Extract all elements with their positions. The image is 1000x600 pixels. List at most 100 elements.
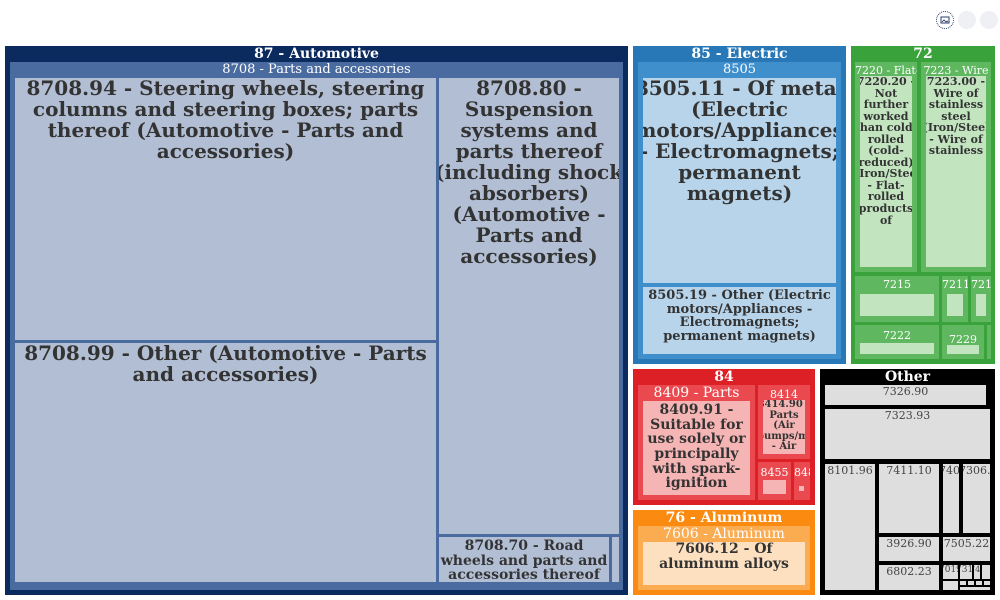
- treemap-label: 8409 - Parts: [653, 385, 740, 401]
- treemap-leaf[interactable]: [960, 581, 966, 585]
- treemap-label: 7215: [883, 278, 911, 291]
- treemap-label: 7211: [942, 278, 968, 291]
- treemap-node-7211[interactable]: 7211: [942, 276, 968, 322]
- treemap-node-8455[interactable]: 8455: [758, 462, 791, 500]
- treemap-label: 8708 - Parts and accessories: [222, 62, 411, 77]
- treemap-label: 7505.22: [943, 537, 990, 550]
- treemap-leaf[interactable]: [947, 345, 979, 354]
- treemap-leaf[interactable]: [976, 294, 986, 316]
- treemap-leaf-label: 8708.99 - Other (Automotive - Parts and …: [24, 343, 427, 386]
- treemap-node-8483[interactable]: 8483: [794, 462, 810, 500]
- treemap-label: 76 - Aluminum: [665, 510, 783, 526]
- treemap-leaf[interactable]: 7505.22: [943, 537, 990, 561]
- chart-toolbar: [936, 11, 998, 29]
- treemap-node-7220[interactable]: 7220 - Flat-rolled7220.20 - Not further …: [855, 62, 917, 272]
- treemap-label: 7220 - Flat-rolled: [855, 64, 917, 77]
- treemap-leaf-label: 8409.91 - Suitable for use solely or pri…: [647, 402, 746, 492]
- treemap-label: 8101.96: [827, 464, 873, 477]
- treemap-leaf[interactable]: 7606.12 - Of aluminum alloys: [643, 542, 805, 585]
- treemap-leaf[interactable]: [960, 587, 990, 590]
- treemap-node-7222[interactable]: 7222: [855, 325, 939, 359]
- treemap-leaf[interactable]: 8505.11 - Of metal (Electric motors/Appl…: [643, 78, 836, 283]
- treemap-label: 3926.90: [886, 537, 932, 550]
- treemap-label: 8483: [794, 466, 810, 479]
- treemap-leaf-label: 8505.11 - Of metal (Electric motors/Appl…: [643, 78, 836, 205]
- blank-icon[interactable]: [980, 11, 998, 29]
- treemap-leaf[interactable]: 3926.90: [879, 537, 939, 561]
- treemap-leaf[interactable]: 7323.93: [825, 409, 990, 459]
- treemap-label: 7411.10: [886, 464, 932, 477]
- treemap-leaf[interactable]: 8101.96: [825, 464, 875, 590]
- treemap-label: 6802.23: [886, 565, 932, 578]
- treemap-leaf[interactable]: 7326.90: [825, 385, 986, 405]
- treemap-leaf[interactable]: 7306.11: [963, 464, 990, 533]
- treemap-leaf[interactable]: [612, 537, 619, 582]
- treemap-label: 7223 - Wire: [923, 64, 989, 77]
- treemap-leaf[interactable]: 8708.70 - Road wheels and parts and acce…: [439, 537, 609, 582]
- treemap-node-7229[interactable]: 7229: [942, 325, 984, 359]
- treemap-label: 7222: [883, 329, 911, 342]
- treemap-label: 7019.90: [943, 565, 958, 575]
- treemap-label: 7323.93: [884, 409, 931, 422]
- treemap-node[interactable]: [987, 325, 991, 359]
- treemap-leaf[interactable]: 6802.23: [879, 565, 939, 590]
- treemap-leaf[interactable]: 7411.10: [879, 464, 939, 533]
- treemap-leaf[interactable]: [860, 294, 934, 316]
- treemap-leaf[interactable]: [799, 486, 804, 491]
- treemap-leaf[interactable]: [860, 343, 934, 354]
- treemap-leaf[interactable]: [763, 480, 786, 494]
- treemap-leaf[interactable]: 7407.10: [974, 565, 980, 579]
- treemap-label: 72: [913, 46, 933, 62]
- treemap-leaf[interactable]: 8414.90 - Parts (Air pumps/machines - Ai…: [763, 400, 805, 454]
- treemap-leaf[interactable]: 8505.19 - Other (Electric motors/Applian…: [643, 287, 836, 354]
- treemap-leaf[interactable]: 7409.29: [943, 464, 959, 533]
- treemap-leaf[interactable]: [976, 581, 982, 585]
- treemap-leaf-label: 8708.94 - Steering wheels, steering colu…: [26, 78, 425, 163]
- image-icon[interactable]: [936, 11, 954, 29]
- treemap-leaf-label: 7606.12 - Of aluminum alloys: [659, 542, 789, 572]
- treemap-label: 7306.11: [963, 464, 990, 477]
- treemap-leaf-label: 8414.90 - Parts (Air pumps/machines - Ai…: [763, 400, 805, 452]
- treemap-label: 7606 - Aluminum: [663, 526, 785, 542]
- treemap-label: 7318.15: [960, 565, 972, 575]
- treemap-label: 8505: [722, 62, 757, 77]
- treemap-label: 8414: [770, 388, 798, 401]
- treemap-leaf[interactable]: [982, 565, 990, 579]
- treemap-leaf[interactable]: 7019.90: [943, 565, 958, 579]
- treemap-leaf[interactable]: [943, 581, 958, 590]
- treemap-label: 7229: [949, 333, 977, 346]
- treemap-node-7215[interactable]: 7215: [855, 276, 939, 322]
- treemap-leaf[interactable]: 7223.00 - Wire of stainless steel (Iron/…: [926, 76, 986, 267]
- blank-icon[interactable]: [958, 11, 976, 29]
- treemap-leaf[interactable]: 8708.94 - Steering wheels, steering colu…: [15, 78, 436, 340]
- treemap-leaf[interactable]: 8708.80 - Suspension systems and parts t…: [439, 78, 619, 534]
- treemap-label: Other: [884, 369, 931, 385]
- treemap-label: 87 - Automotive: [254, 46, 379, 62]
- treemap-leaf[interactable]: 7220.20 - Not further worked than cold-r…: [860, 76, 912, 267]
- treemap-leaf[interactable]: 8409.91 - Suitable for use solely or pri…: [643, 401, 750, 495]
- treemap-leaf[interactable]: 7318.15: [960, 565, 972, 579]
- treemap-leaf[interactable]: [947, 294, 963, 316]
- treemap-label: 85 - Electric: [691, 46, 788, 62]
- treemap-leaf[interactable]: [968, 581, 974, 585]
- treemap-leaf[interactable]: [984, 581, 990, 585]
- treemap-node-8414[interactable]: 84148414.90 - Parts (Air pumps/machines …: [758, 385, 810, 459]
- treemap-leaf-label: 8708.70 - Road wheels and parts and acce…: [440, 538, 608, 582]
- treemap-label: 84: [714, 369, 734, 385]
- treemap-leaf[interactable]: 8708.99 - Other (Automotive - Parts and …: [15, 343, 436, 582]
- treemap-label: 7409.29: [943, 464, 959, 477]
